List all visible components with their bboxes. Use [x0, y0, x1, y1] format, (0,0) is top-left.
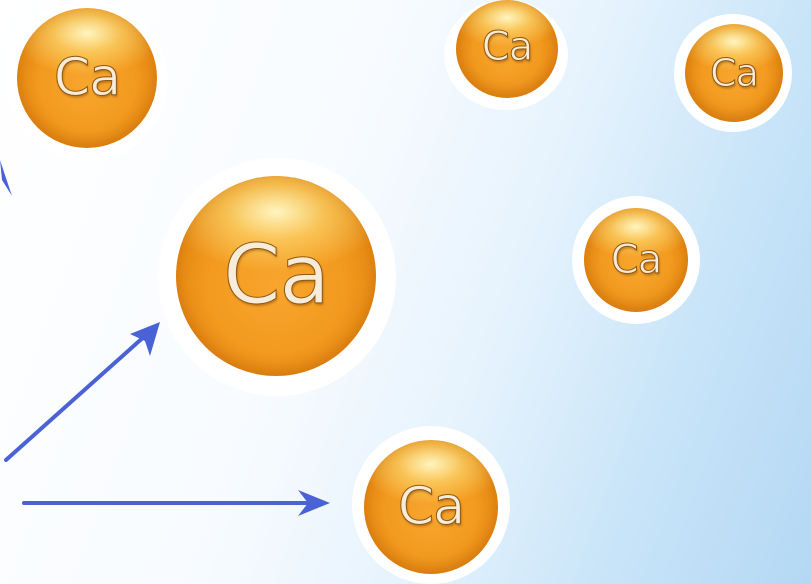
calcium-symbol: Ca — [397, 477, 465, 537]
calcium-symbol: Ca — [610, 237, 662, 283]
calcium-symbol: Ca — [223, 228, 331, 323]
calcium-sphere-center: Ca — [176, 176, 376, 376]
calcium-sphere-top-middle: Ca — [456, 0, 558, 98]
calcium-sphere-top-right: Ca — [685, 24, 783, 122]
diagonal-arrow-head — [130, 322, 160, 356]
calcium-sphere-right-middle: Ca — [584, 208, 688, 312]
horizontal-arrow-head — [298, 490, 330, 516]
diagonal-arrow — [4, 324, 158, 462]
calcium-symbol: Ca — [710, 51, 760, 95]
left-edge-arrow-head — [0, 160, 12, 196]
calcium-symbol: Ca — [481, 24, 533, 70]
calcium-sphere-top-left: Ca — [17, 8, 157, 148]
calcium-symbol: Ca — [53, 48, 121, 108]
calcium-sphere-bottom: Ca — [364, 440, 498, 574]
